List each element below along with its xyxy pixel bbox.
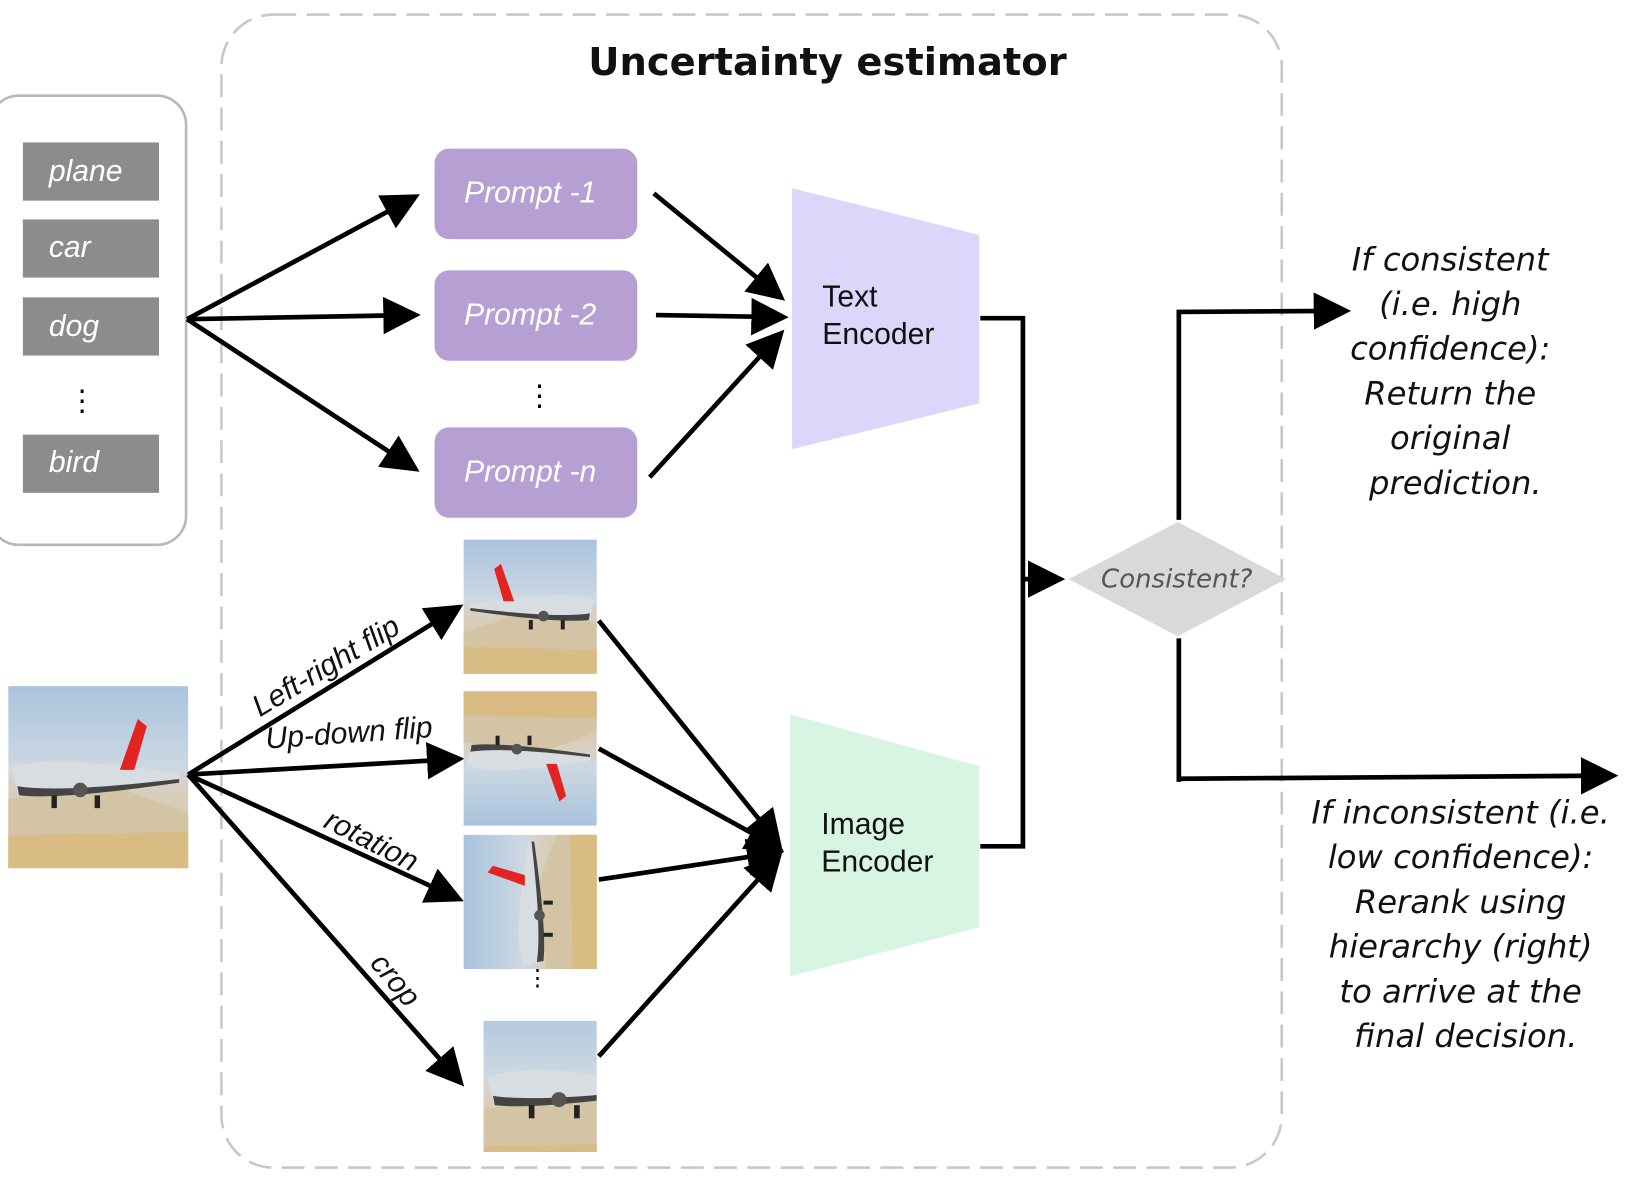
class-label: plane <box>48 155 123 188</box>
note-line: Return the <box>1364 374 1536 412</box>
arrow-prompt-n-to-encoder <box>647 329 785 479</box>
class-box <box>22 434 160 493</box>
image-encoder-line2: Encoder <box>821 845 933 878</box>
augmentation-ellipsis: ⋮ <box>526 965 549 991</box>
note-line: final decision. <box>1354 1017 1577 1055</box>
class-box <box>22 142 160 201</box>
augmented-image-crop <box>483 1021 597 1153</box>
class-item: plane <box>22 142 160 201</box>
prompt-box: Prompt -n <box>434 427 638 518</box>
arrow-class-to-prompt-n <box>185 317 420 472</box>
prompt-label: Prompt -2 <box>464 298 596 331</box>
arrow-rotation <box>187 772 464 903</box>
prompt-label: Prompt -n <box>464 455 596 488</box>
augmented-image-left-right-flip <box>463 539 597 674</box>
note-line: original <box>1390 419 1510 457</box>
class-label: car <box>49 231 93 264</box>
arrow-left-right-flip <box>186 604 464 777</box>
note-line: prediction. <box>1368 464 1542 502</box>
arrow-class-to-prompt-1 <box>186 194 420 322</box>
arrow-prompt-2-to-encoder <box>655 297 789 336</box>
arrow-class-to-prompt-2 <box>187 296 421 335</box>
source-image <box>8 686 189 869</box>
diagram-title: Uncertainty estimator <box>588 40 1066 85</box>
arrow-inconsistent-branch-horizontal <box>1180 757 1619 795</box>
arrow-image-3-to-encoder <box>598 838 785 882</box>
text-encoder-shape <box>792 188 980 450</box>
class-box <box>22 297 160 356</box>
augmentation-label: Left-right flip <box>246 610 405 724</box>
inconsistent-outcome-note: If inconsistent (i.e. low confidence): R… <box>1311 793 1620 1055</box>
arrow-image-2-to-encoder <box>597 746 784 851</box>
note-line: low confidence): <box>1328 838 1594 876</box>
image-encoder-label: Image Encoder <box>821 808 933 878</box>
note-line: If consistent <box>1352 240 1550 278</box>
note-line: (i.e. high <box>1379 285 1521 323</box>
text-encoder-line2: Encoder <box>822 318 934 351</box>
class-item: dog <box>22 297 160 356</box>
arrow-image-1-to-encoder <box>596 619 782 848</box>
text-encoder-output-line <box>980 315 1026 849</box>
class-item: car <box>22 219 160 278</box>
augmented-image-rotation <box>463 834 597 970</box>
note-line: hierarchy (right) <box>1329 928 1593 966</box>
augmentation-label: Up-down flip <box>264 711 433 756</box>
uncertainty-estimator-container <box>220 13 1284 1169</box>
arrow-prompt-1-to-encoder <box>652 191 786 301</box>
arrow-consistent-branch <box>1176 292 1352 520</box>
consistent-outcome-note: If consistent (i.e. high confidence): Re… <box>1350 240 1561 502</box>
text-encoder-label: Text Encoder <box>822 281 934 351</box>
note-line: If inconsistent (i.e. <box>1311 793 1609 831</box>
prompt-box: Prompt -1 <box>434 148 638 240</box>
class-label: dog <box>49 310 100 343</box>
arrow-image-4-to-encoder <box>597 852 783 1058</box>
prompt-ellipsis: ⋮ <box>525 380 554 412</box>
text-encoder-line1: Text <box>822 281 878 314</box>
prompt-label: Prompt -1 <box>464 177 596 210</box>
class-item: bird <box>22 434 160 493</box>
note-line: to arrive at the <box>1339 972 1581 1010</box>
decision-label: Consistent? <box>1101 564 1253 594</box>
class-box <box>22 219 160 278</box>
arrow-crop <box>186 773 465 1087</box>
arrow-up-down-flip <box>188 742 465 780</box>
image-encoder-line1: Image <box>821 808 905 841</box>
class-label: bird <box>49 446 100 479</box>
image-encoder-shape <box>790 714 980 977</box>
note-line: confidence): <box>1350 330 1550 368</box>
augmented-image-up-down-flip <box>463 691 597 826</box>
note-line: Rerank using <box>1355 883 1567 921</box>
consistency-decision-diamond <box>1068 521 1286 637</box>
class-ellipsis: ⋮ <box>68 386 97 418</box>
prompt-box: Prompt -2 <box>434 270 638 361</box>
